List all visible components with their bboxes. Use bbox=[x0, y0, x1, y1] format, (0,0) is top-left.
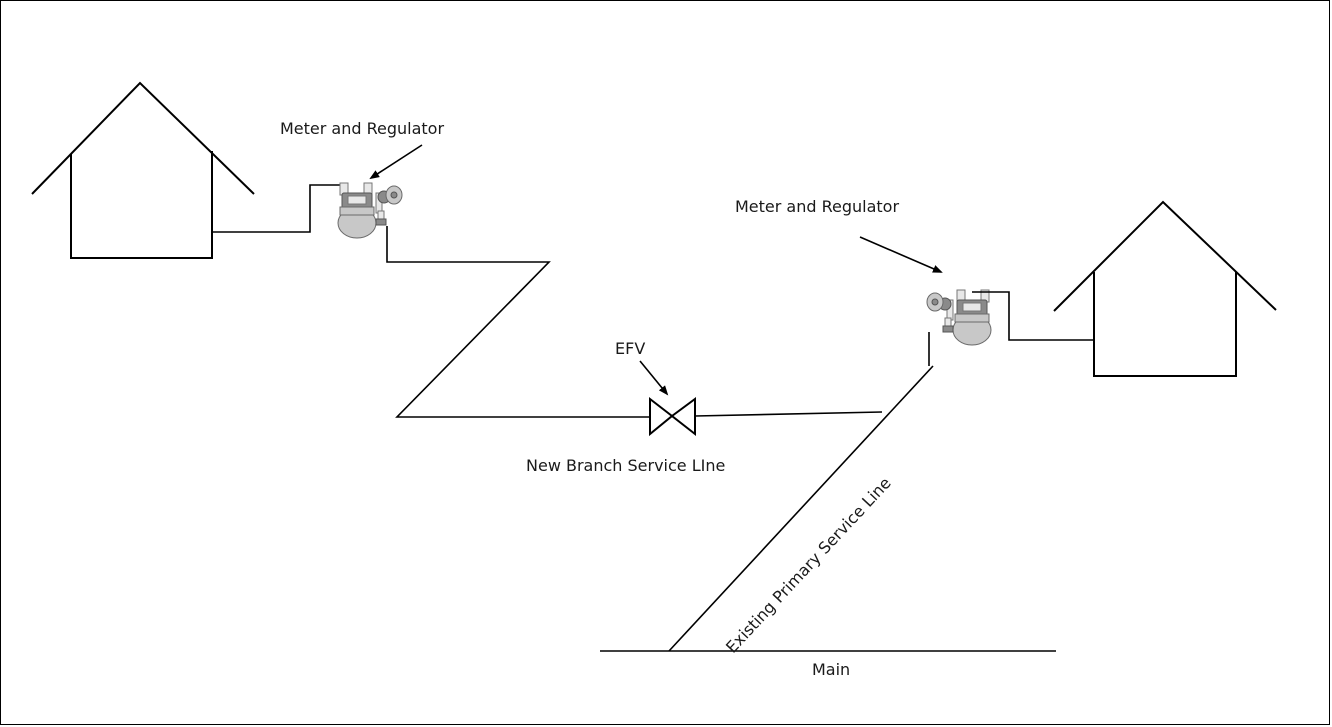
main-label: Main bbox=[812, 660, 850, 679]
branch-line-label: New Branch Service LIne bbox=[526, 456, 725, 475]
efv-arrow bbox=[639, 360, 669, 396]
right-house-pipe bbox=[972, 291, 1094, 341]
right-house bbox=[1053, 200, 1277, 377]
existing-primary-service-line bbox=[668, 365, 934, 652]
left-meter-label: Meter and Regulator bbox=[280, 119, 444, 138]
right-meter-arrow bbox=[859, 236, 943, 273]
left-house bbox=[31, 81, 255, 259]
left-meter-arrow bbox=[369, 144, 423, 180]
left-house-pipe bbox=[212, 184, 345, 233]
new-branch-service-line bbox=[386, 226, 650, 418]
right-meter-regulator bbox=[926, 289, 992, 346]
efv-valve-icon bbox=[649, 396, 696, 437]
branch-line-segment bbox=[694, 411, 883, 417]
right-meter-label: Meter and Regulator bbox=[735, 197, 899, 216]
left-meter-regulator bbox=[337, 182, 403, 239]
efv-label: EFV bbox=[615, 339, 645, 358]
